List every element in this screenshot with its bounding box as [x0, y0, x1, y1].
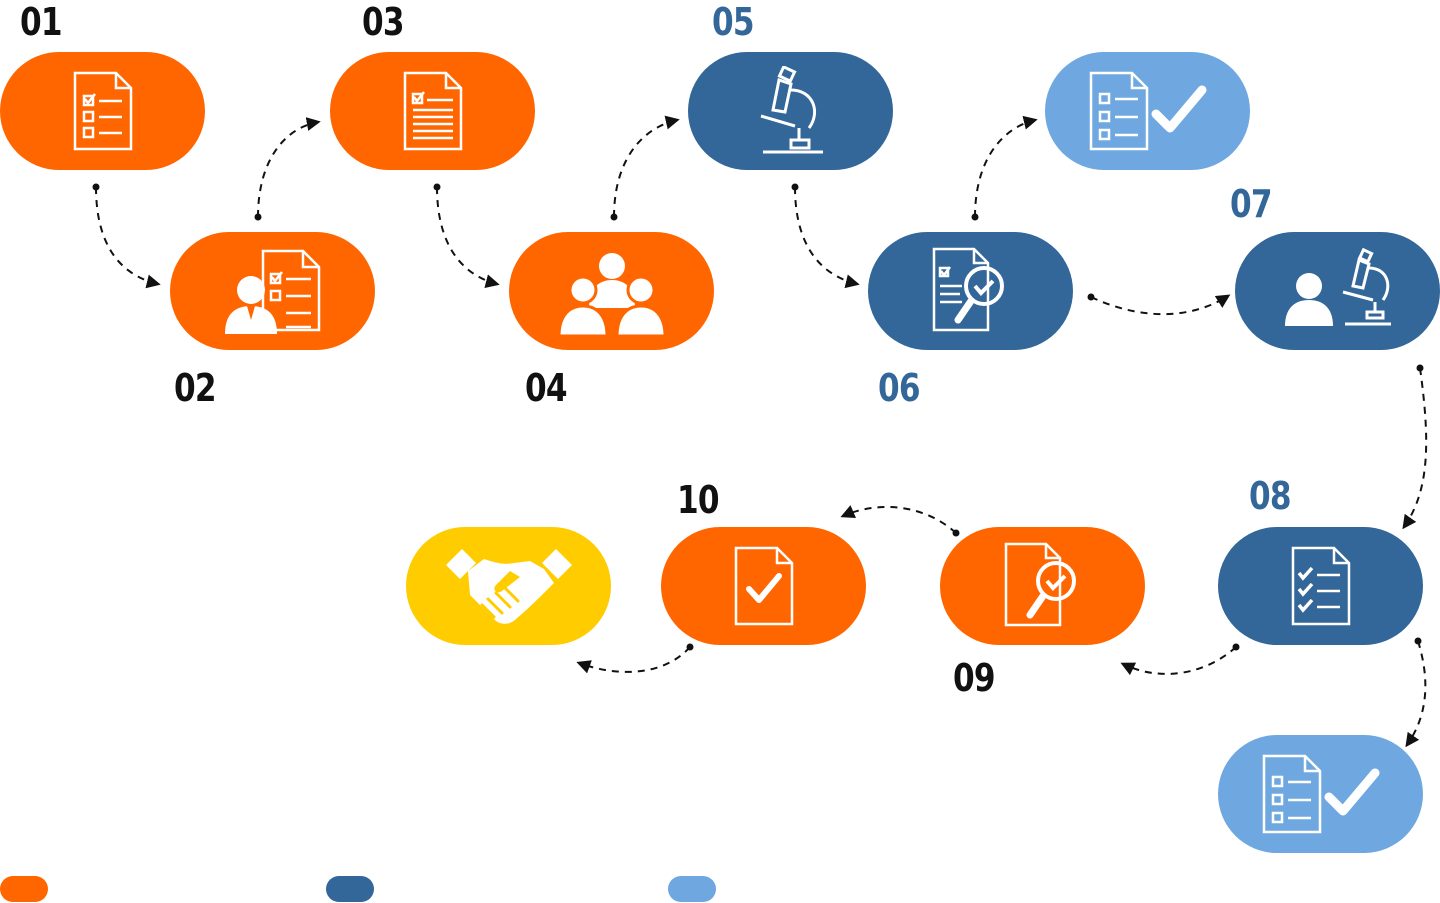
- arrow-10-handshake: [576, 646, 691, 674]
- arrow-05-06: [794, 186, 860, 289]
- step-04-node: [509, 232, 714, 350]
- arrow-06-07: [1090, 294, 1231, 316]
- step-number-06: 06: [878, 366, 921, 410]
- text-document-icon: [403, 71, 462, 151]
- document-magnifier-check-icon: [932, 247, 1004, 332]
- people-group-icon: [556, 253, 667, 336]
- arrow-03-04: [436, 186, 500, 288]
- step-09-node: [940, 527, 1145, 645]
- arrow-02-03: [257, 117, 321, 218]
- step-07-node: [1235, 232, 1440, 350]
- step-10-node: [661, 527, 866, 645]
- step-number-03: 03: [362, 0, 405, 44]
- outcome-after-08-node: [1218, 735, 1423, 853]
- step-number-09: 09: [953, 656, 996, 700]
- step-number-10: 10: [677, 478, 720, 522]
- step-number-08: 08: [1249, 474, 1292, 518]
- legend-swatch-orange: [0, 876, 48, 902]
- legend-swatch-dark-blue: [326, 876, 374, 902]
- step-05-node: [688, 52, 893, 170]
- handshake-icon: [445, 549, 572, 624]
- microscope-icon: [760, 66, 823, 154]
- step-01-node: [0, 52, 205, 170]
- step-02-node: [170, 232, 375, 350]
- arrow-04-05: [613, 115, 680, 218]
- outcome-handshake-node: [406, 527, 611, 645]
- checklist-checkmark-icon: [1262, 754, 1379, 834]
- step-number-04: 04: [525, 366, 568, 410]
- arrow-08-outcome: [1405, 640, 1427, 748]
- arrow-06-outcome: [974, 115, 1038, 218]
- step-number-05: 05: [712, 0, 755, 44]
- arrow-07-08: [1402, 367, 1428, 530]
- document-magnifier-check-icon: [1004, 542, 1076, 627]
- step-08-node: [1218, 527, 1423, 645]
- checklist-document-icon: [73, 71, 132, 151]
- step-03-node: [330, 52, 535, 170]
- legend-swatch-light-blue: [668, 876, 716, 902]
- step-number-01: 01: [20, 0, 63, 44]
- step-number-02: 02: [174, 366, 217, 410]
- arrow-08-09: [1120, 646, 1237, 676]
- outcome-after-05-node: [1045, 52, 1250, 170]
- arrow-09-10: [840, 505, 957, 534]
- step-06-node: [868, 232, 1073, 350]
- checked-list-icon: [1291, 546, 1350, 626]
- checklist-checkmark-icon: [1089, 71, 1206, 151]
- person-checklist-icon: [224, 249, 320, 334]
- person-microscope-icon: [1284, 248, 1391, 326]
- document-check-icon: [734, 546, 793, 626]
- step-number-07: 07: [1230, 182, 1273, 226]
- arrow-01-02: [95, 186, 161, 289]
